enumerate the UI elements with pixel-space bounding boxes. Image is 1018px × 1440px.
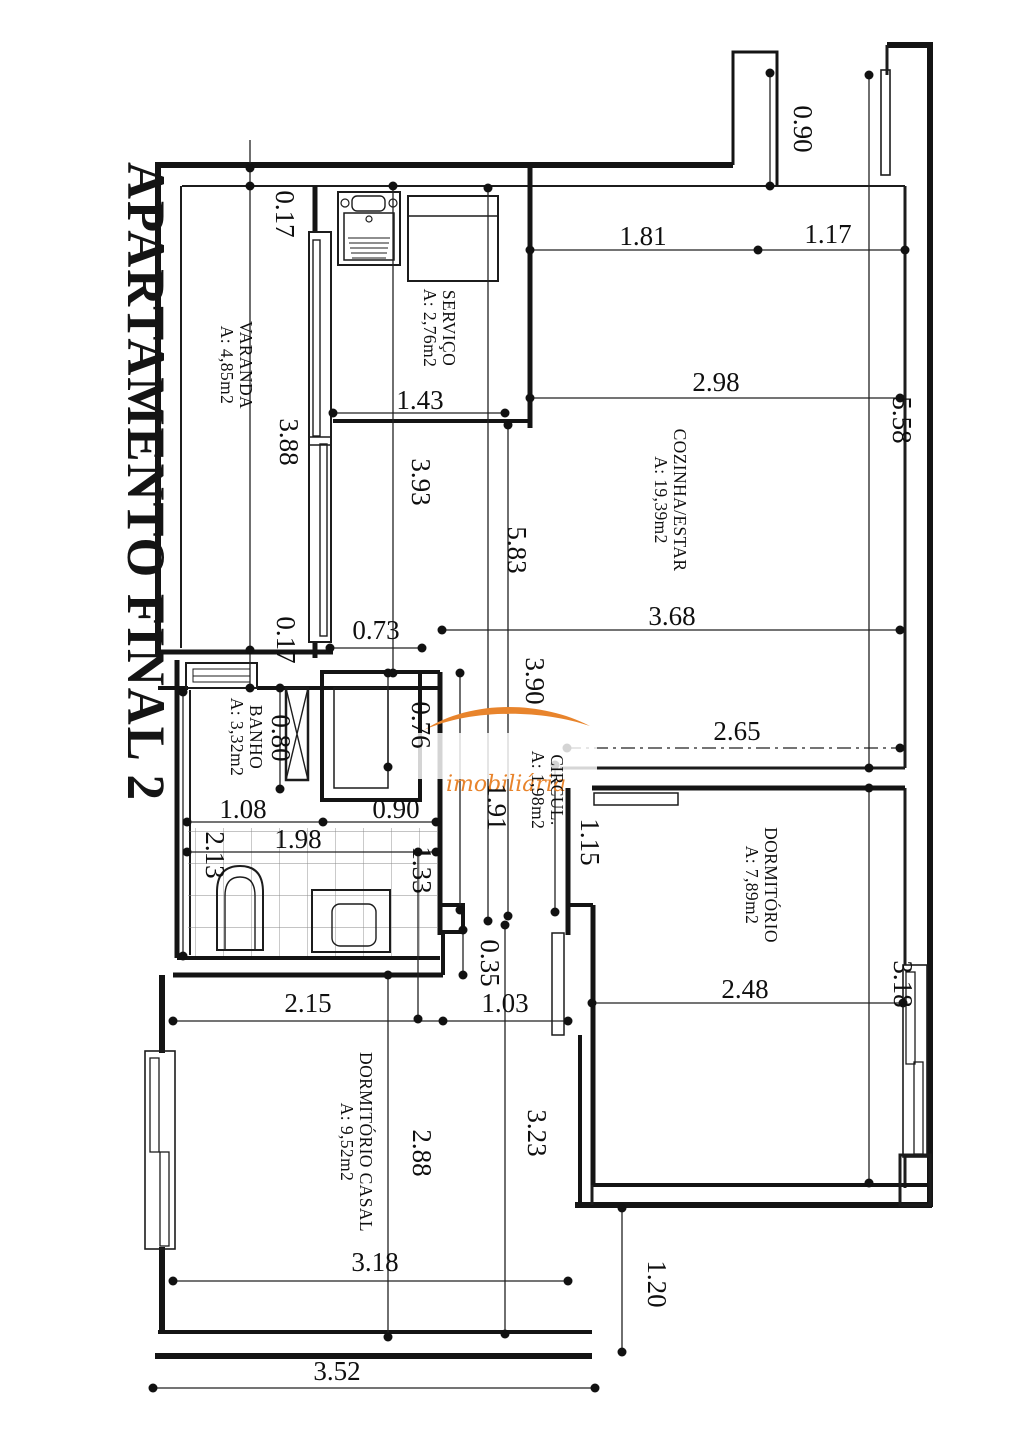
dim-coz-left-h: 5.83 <box>502 526 532 573</box>
dim-wall-top: 0.17 <box>270 190 300 237</box>
room-area-cozinha: A: 19,39m2 <box>651 456 671 544</box>
sliding-door-dormitorio <box>593 792 679 806</box>
dimension-lines <box>153 73 905 1389</box>
room-area-dormitorio: A: 7,89m2 <box>742 846 762 924</box>
dimension-dots <box>148 68 910 1393</box>
room-label-servico: SERVIÇO <box>439 290 459 366</box>
dim-casal-w: 3.18 <box>351 1247 398 1277</box>
room-label-dormitorio: DORMITÓRIO <box>761 827 781 943</box>
dim-coz-w-lower: 3.68 <box>648 601 695 631</box>
dim-casal-top-a: 2.15 <box>284 988 331 1018</box>
dim-hall-door: 0.73 <box>352 615 399 645</box>
dim-hall-h: 3.90 <box>520 657 550 704</box>
dim-banho-a: 1.08 <box>219 794 266 824</box>
doors <box>551 792 679 1036</box>
dim-entry: 1.20 <box>642 1260 672 1307</box>
dimension-labels: 0.17 0.90 3.88 3.93 5.83 0.17 5.58 3.90 … <box>200 105 918 1386</box>
dim-top-b: 1.17 <box>804 219 851 249</box>
shower-icon <box>311 889 391 953</box>
room-label-circul: CIRCUL. <box>547 754 567 825</box>
dim-dorm-w: 2.48 <box>721 974 768 1004</box>
watermark: imobiliária <box>412 706 597 797</box>
walls <box>155 42 933 1359</box>
watermark-blur-box <box>412 733 597 779</box>
dim-banho-b: 0.90 <box>372 794 419 824</box>
plan-title: APARTAMENTO FINAL 2 <box>116 162 176 802</box>
fixtures <box>188 191 499 956</box>
windows <box>144 69 928 1250</box>
dim-banho-c: 1.33 <box>407 846 437 893</box>
dim-servico-w: 1.43 <box>396 385 443 415</box>
dim-closet-h: 0.76 <box>406 701 436 748</box>
dim-casal-top-b: 1.03 <box>481 988 528 1018</box>
room-label-cozinha: COZINHA/ESTAR <box>670 429 690 572</box>
toilet-icon <box>216 864 264 951</box>
dim-dorm-top-w: 2.65 <box>713 716 760 746</box>
room-area-servico: A: 2,76m2 <box>420 289 440 367</box>
dim-notch: 0.90 <box>788 105 818 152</box>
dim-casal-out-w: 3.52 <box>313 1356 360 1386</box>
room-area-varanda: A: 4,85m2 <box>217 326 237 404</box>
room-labels: VARANDA A: 4,85m2 SERVIÇO A: 2,76m2 COZI… <box>217 289 781 1232</box>
laundry-tank-icon <box>337 191 401 266</box>
dim-shaft-h: 0.80 <box>266 714 296 761</box>
room-area-casal: A: 9,52m2 <box>337 1103 357 1181</box>
room-label-casal: DORMITÓRIO CASAL <box>356 1052 376 1232</box>
dim-casal-h2: 3.23 <box>522 1109 552 1156</box>
room-label-banho: BANHO <box>246 705 266 769</box>
dim-casal-h1: 2.88 <box>407 1129 437 1176</box>
watermark-swoosh-icon <box>424 706 590 730</box>
dim-circ-len: 1.91 <box>482 783 512 830</box>
dim-coz-w-upper: 2.98 <box>692 367 739 397</box>
dim-varanda-len: 3.88 <box>274 418 304 465</box>
watermark-text: imobiliária <box>446 772 566 797</box>
dim-top-a: 1.81 <box>619 221 666 251</box>
dim-dorm-side: 1.15 <box>575 818 605 865</box>
room-area-banho: A: 3,32m2 <box>227 698 247 776</box>
door-leaf-casal <box>551 932 565 1036</box>
dim-wall-mid: 0.17 <box>271 616 301 663</box>
dim-banho-h: 2.13 <box>200 831 230 878</box>
washing-machine-icon <box>407 195 499 282</box>
room-area-circul: A: 1,98m2 <box>528 751 548 829</box>
dim-servico-h: 3.93 <box>406 458 436 505</box>
room-label-varanda: VARANDA <box>236 321 256 409</box>
dim-step: 0.35 <box>475 939 505 986</box>
dim-right-h: 5.58 <box>887 396 917 443</box>
dim-dorm-h: 3.18 <box>888 960 918 1007</box>
dim-banho-w: 1.98 <box>274 824 321 854</box>
